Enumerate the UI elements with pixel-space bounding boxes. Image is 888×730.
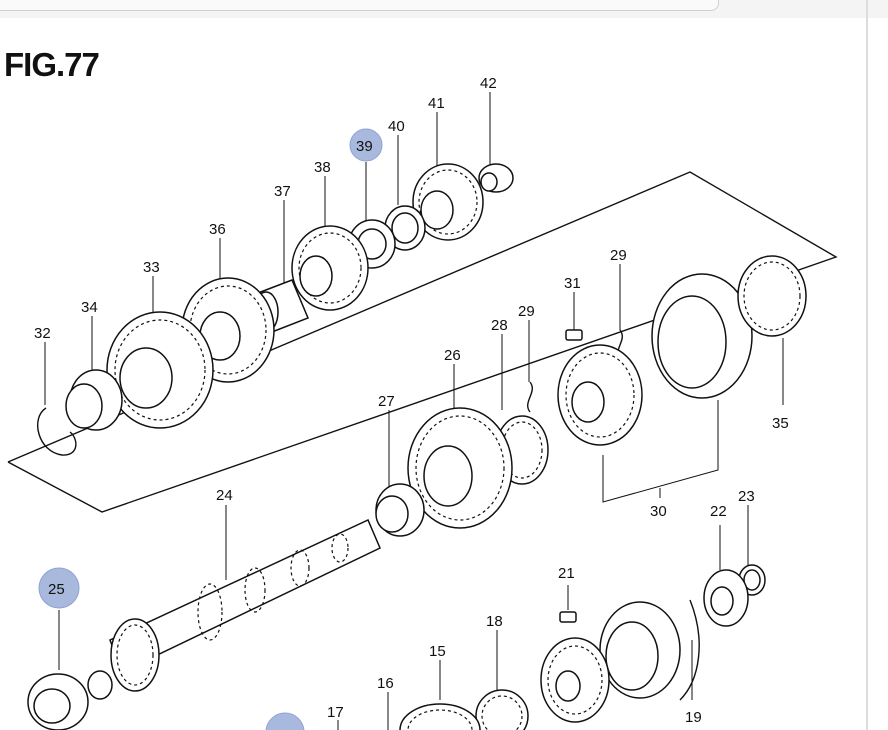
callout-16: 16 <box>377 675 394 692</box>
part-30-synchro-hub <box>557 344 643 446</box>
part-22-washer <box>703 569 749 627</box>
callout-38: 38 <box>314 159 331 176</box>
callout-40: 40 <box>388 118 405 135</box>
callout-25: 25 <box>48 581 65 598</box>
page-scroll-edge <box>866 0 868 730</box>
part-15-gear <box>399 703 481 730</box>
callout-22: 22 <box>710 503 727 520</box>
callout-42: 42 <box>480 75 497 92</box>
part-38-gear <box>291 225 369 311</box>
shaft-pinion-gear <box>87 618 160 700</box>
callout-23: 23 <box>738 488 755 505</box>
part-29-spring-lower <box>527 381 533 413</box>
part-42-nut <box>478 163 514 193</box>
part-25-bearing <box>27 673 89 730</box>
callout-24: 24 <box>216 487 233 504</box>
callout-19: 19 <box>685 709 702 726</box>
callout-30: 30 <box>650 503 667 520</box>
callout-29-upper: 29 <box>610 247 627 264</box>
callout-17: 17 <box>327 704 344 721</box>
callout-41: 41 <box>428 95 445 112</box>
callout-28: 28 <box>491 317 508 334</box>
part-34-needle-bearing <box>65 369 123 431</box>
callout-21: 21 <box>558 565 575 582</box>
part-19-synchro-sleeve <box>599 599 700 701</box>
callout-36: 36 <box>209 221 226 238</box>
callout-18: 18 <box>486 613 503 630</box>
part-41-gear <box>412 163 484 241</box>
callout-27: 27 <box>378 393 395 410</box>
callout-15: 15 <box>429 643 446 660</box>
assembly-boundary <box>7 171 838 513</box>
part-33-gear <box>106 311 214 429</box>
callout-33: 33 <box>143 259 160 276</box>
browser-top-bar <box>0 0 888 18</box>
leader-lines <box>44 92 784 730</box>
part-31-key <box>565 329 583 341</box>
part-35-synchro-ring <box>737 255 807 337</box>
callout-labels: 42 41 40 39 38 37 36 33 34 32 29 31 29 2… <box>34 75 789 726</box>
callout-32: 32 <box>34 325 51 342</box>
part-18-synchro-ring <box>475 689 529 730</box>
part-26-gear <box>407 407 513 529</box>
highlight-badge-39 <box>349 128 383 162</box>
address-bar-edge[interactable] <box>0 0 719 11</box>
callout-26: 26 <box>444 347 461 364</box>
part-27-needle-bearing <box>375 483 425 537</box>
part-32-snap-ring <box>37 407 77 456</box>
callout-39: 39 <box>356 138 373 155</box>
callout-35: 35 <box>772 415 789 432</box>
part-synchro-hub-lower <box>540 637 610 723</box>
callout-31: 31 <box>564 275 581 292</box>
callout-34: 34 <box>81 299 98 316</box>
callout-29-lower: 29 <box>518 303 535 320</box>
part-30-synchro-sleeve <box>651 273 753 399</box>
callout-37: 37 <box>274 183 291 200</box>
figure-title: FIG.77 <box>4 46 100 83</box>
part-21-key <box>559 611 577 623</box>
highlight-badge-partial <box>265 712 305 730</box>
highlight-badge-25 <box>38 567 80 609</box>
